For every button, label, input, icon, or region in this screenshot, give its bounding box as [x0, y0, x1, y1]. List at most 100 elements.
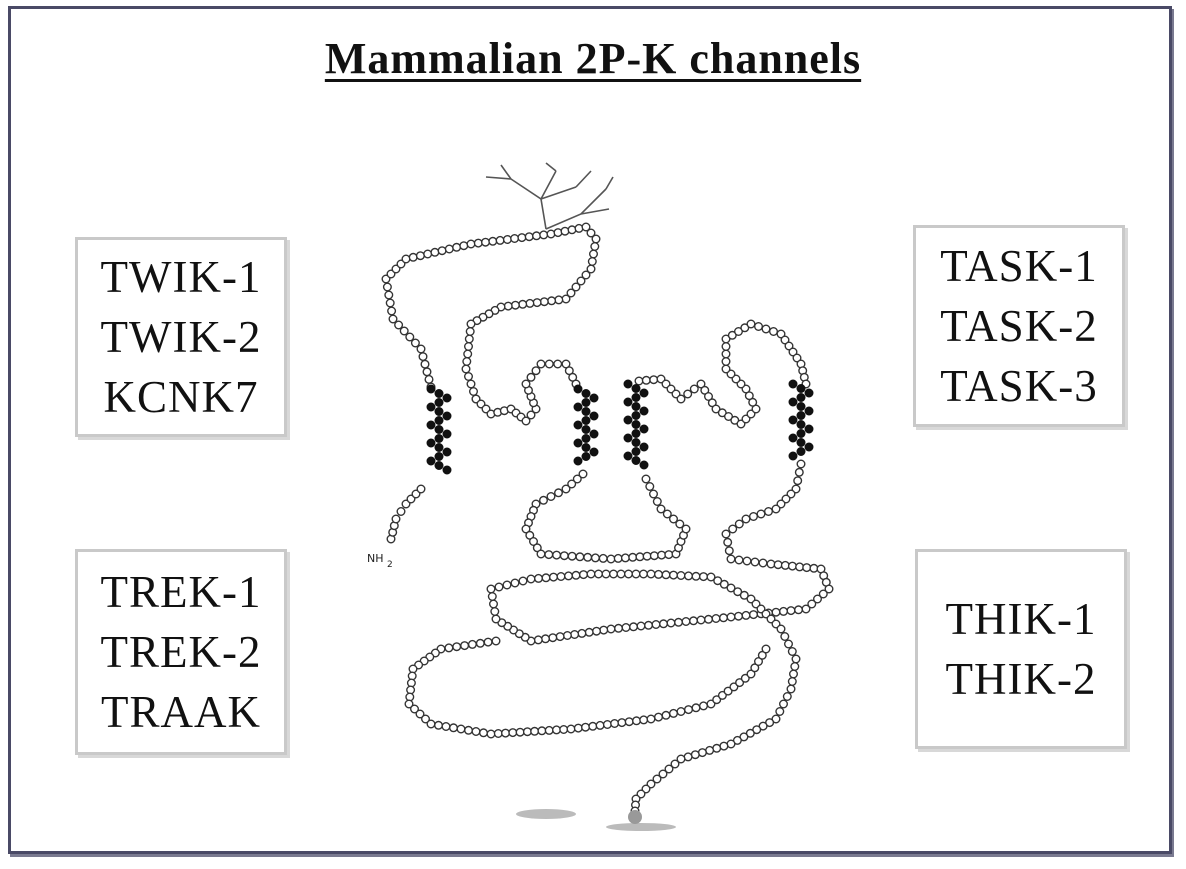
- chain-bead: [705, 745, 715, 755]
- chain-bead: [502, 234, 512, 244]
- chain-bead: [773, 560, 783, 570]
- chain-bead: [536, 359, 546, 369]
- chain-bead: [641, 474, 651, 484]
- helix-bead: [442, 429, 452, 439]
- helix-bead: [581, 425, 591, 435]
- chain-bead: [510, 233, 520, 243]
- chain-bead: [724, 546, 734, 556]
- chain-bead: [576, 276, 586, 286]
- helix-bead: [434, 452, 444, 462]
- chain-bead: [771, 504, 781, 514]
- chain-bead: [408, 252, 418, 262]
- helix-bead: [631, 420, 641, 430]
- chain-bead: [456, 724, 466, 734]
- helix-bead: [639, 442, 649, 452]
- chain-bead: [726, 612, 736, 622]
- helix-bead: [631, 447, 641, 457]
- helix-bead: [623, 415, 633, 425]
- helix-bead: [434, 406, 444, 416]
- helix-bead: [589, 411, 599, 421]
- chain-bead: [652, 497, 662, 507]
- chain-bead: [517, 233, 527, 243]
- chain-bead: [659, 619, 669, 629]
- chain-bead: [566, 724, 576, 734]
- chain-bead: [654, 569, 664, 579]
- chain-bead: [723, 686, 733, 696]
- chain-bead: [588, 721, 598, 731]
- chain-bead: [590, 553, 600, 563]
- chain-bead: [399, 326, 409, 336]
- chain-bead: [510, 300, 520, 310]
- helix-bead: [804, 424, 814, 434]
- chain-bead: [587, 256, 597, 266]
- chain-bead: [734, 555, 744, 565]
- helix-bead: [788, 415, 798, 425]
- chain-bead: [621, 623, 631, 633]
- chain-bead: [734, 611, 744, 621]
- chain-bead: [654, 712, 664, 722]
- chain-bead: [681, 617, 691, 627]
- helix-bead: [573, 456, 583, 466]
- chain-bead: [452, 242, 462, 252]
- chain-bead: [387, 306, 397, 316]
- chain-bead: [491, 614, 501, 624]
- chain-bead: [791, 654, 801, 664]
- helix-bead: [631, 392, 641, 402]
- chain-bead: [610, 719, 620, 729]
- chain-bead: [661, 710, 671, 720]
- chain-bead: [639, 715, 649, 725]
- n-terminus-subscript: 2: [387, 560, 393, 570]
- chain-bead: [606, 624, 616, 634]
- chain-bead: [536, 549, 546, 559]
- helix-bead: [426, 384, 436, 394]
- chain-bead: [801, 604, 811, 614]
- chain-bead: [404, 699, 414, 709]
- chain-bead: [624, 717, 634, 727]
- helix-bead: [788, 379, 798, 389]
- chain-bead: [385, 298, 395, 308]
- chain-bead: [577, 628, 587, 638]
- chain-bead: [430, 247, 440, 257]
- chain-bead: [649, 375, 659, 385]
- helix-bead: [639, 406, 649, 416]
- chain-bead: [588, 249, 598, 259]
- helix-bead: [581, 452, 591, 462]
- chain-bead: [493, 729, 503, 739]
- chain-bead: [669, 708, 679, 718]
- chain-bead: [676, 707, 686, 717]
- chain-bead: [586, 264, 596, 274]
- chain-bead: [606, 554, 616, 564]
- chain-bead: [571, 282, 581, 292]
- chain-bead: [761, 644, 771, 654]
- chain-bead: [528, 537, 538, 547]
- chain-bead: [488, 599, 498, 609]
- chain-bead: [599, 625, 609, 635]
- chain-bead: [664, 764, 674, 774]
- chain-bead: [584, 627, 594, 637]
- chain-bead: [581, 270, 591, 280]
- helix-bead: [796, 438, 806, 448]
- chain-bead: [466, 239, 476, 249]
- chain-bead: [495, 235, 505, 245]
- chain-bead: [546, 229, 556, 239]
- helix-bead: [589, 393, 599, 403]
- chain-bead: [711, 614, 721, 624]
- helix-bead: [631, 383, 641, 393]
- chain-bead: [591, 234, 601, 244]
- chain-bead: [802, 563, 812, 573]
- chain-bead: [463, 371, 473, 381]
- chain-bead: [573, 723, 583, 733]
- chain-bead: [388, 314, 398, 324]
- helix-bead: [639, 460, 649, 470]
- chain-bead: [420, 714, 430, 724]
- helix-bead: [442, 411, 452, 421]
- chain-bead: [526, 574, 536, 584]
- chain-bead: [689, 384, 699, 394]
- chain-bead: [690, 750, 700, 760]
- chain-bead: [746, 319, 756, 329]
- chain-bead: [483, 637, 493, 647]
- chain-bead: [706, 572, 716, 582]
- chain-bead: [410, 338, 420, 348]
- chain-bead: [561, 294, 571, 304]
- chain-bead: [533, 573, 543, 583]
